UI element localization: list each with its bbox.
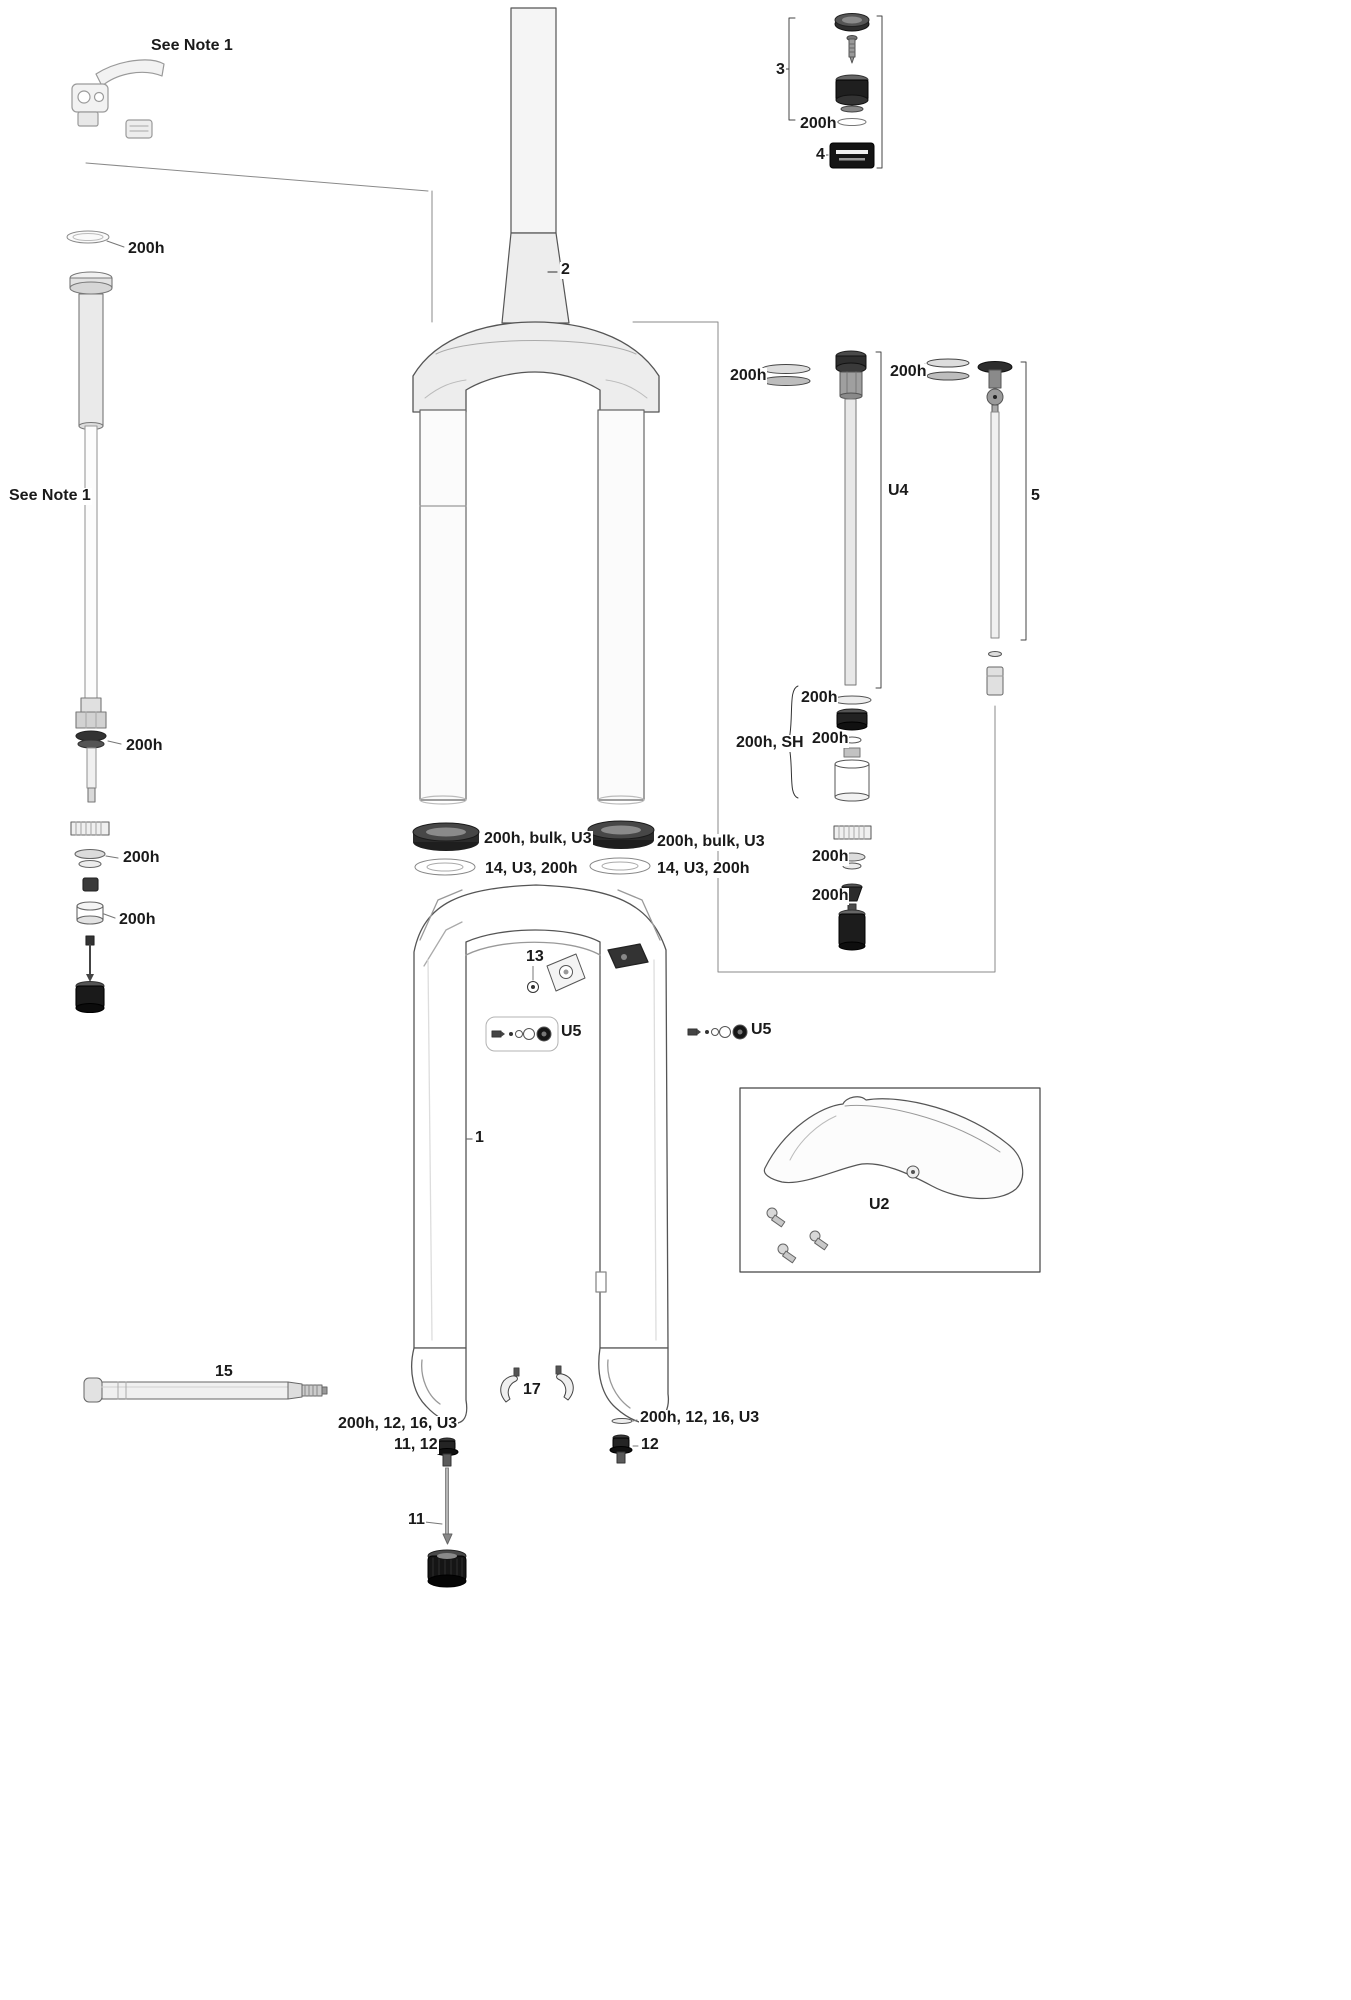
label-foam-right: 14, U3, 200h xyxy=(656,860,751,878)
label-fender-u2: U2 xyxy=(868,1196,891,1214)
shaft-5 xyxy=(977,361,1027,696)
label-u5-left: U5 xyxy=(560,1023,583,1041)
top-cap-group xyxy=(782,13,883,169)
label-left-foot-kit: 200h, 12, 16, U3 xyxy=(337,1415,459,1433)
crown-seal-rings xyxy=(747,358,970,386)
label-shaft-5: 5 xyxy=(1030,487,1041,505)
label-knob-11: 11 xyxy=(407,1511,426,1529)
label-damper-adjuster-200h: 200h xyxy=(125,737,164,755)
air-shaft-u4 xyxy=(835,350,882,689)
label-sh-200h-mid: 200h xyxy=(811,730,850,748)
label-foam-left: 14, U3, 200h xyxy=(484,860,579,878)
label-decal-4: 4 xyxy=(815,146,826,164)
label-bolt-11-12: 11, 12 xyxy=(393,1436,439,1454)
label-group-3: 3 xyxy=(775,61,786,79)
crown xyxy=(412,321,660,413)
label-lowers-1: 1 xyxy=(474,1129,485,1147)
label-seal-right: 200h, bulk, U3 xyxy=(656,833,766,851)
reference-lines xyxy=(85,162,996,973)
lower-legs xyxy=(411,884,670,1425)
label-group3-200h: 200h xyxy=(799,115,838,133)
damper-small-parts xyxy=(70,821,119,1014)
u5-kit-left xyxy=(485,1016,559,1052)
label-see-note-1-top: See Note 1 xyxy=(150,37,234,55)
label-left-parts-200h-b: 200h xyxy=(118,911,157,929)
damper-assembly xyxy=(69,271,122,803)
dust-seal-left xyxy=(412,822,480,851)
u5-kit-right xyxy=(687,1024,748,1040)
label-crown-seals-right-200h: 200h xyxy=(889,363,928,381)
label-seal-left: 200h, bulk, U3 xyxy=(483,830,593,848)
thru-axle xyxy=(83,1377,328,1403)
label-steerer-2: 2 xyxy=(560,261,571,279)
label-air-shaft-u4: U4 xyxy=(887,482,910,500)
steerer-tube xyxy=(501,7,570,324)
dust-seal-right xyxy=(587,820,655,849)
foam-ring-left xyxy=(414,858,476,876)
label-see-note-1-left: See Note 1 xyxy=(8,487,92,505)
upper-tubes xyxy=(419,409,645,805)
label-u5-right: U5 xyxy=(750,1021,773,1039)
foam-ring-right xyxy=(589,857,651,875)
label-axle-15: 15 xyxy=(214,1363,234,1381)
right-foot-hardware xyxy=(609,1418,639,1464)
label-crown-seals-left-200h: 200h xyxy=(729,367,768,385)
label-bolt-12: 12 xyxy=(640,1436,660,1454)
remote-lever-assembly xyxy=(71,59,165,139)
part-13-bridge xyxy=(527,953,586,993)
fender-kit-u2 xyxy=(739,1087,1041,1273)
label-clips-17: 17 xyxy=(522,1381,542,1399)
label-right-foot-kit: 200h, 12, 16, U3 xyxy=(639,1409,761,1427)
label-part-13: 13 xyxy=(525,948,545,966)
label-rebound-200h-a: 200h xyxy=(811,848,850,866)
label-rebound-200h-b: 200h xyxy=(811,887,850,905)
label-o-ring-topleft-200h: 200h xyxy=(127,240,166,258)
label-left-parts-200h-a: 200h xyxy=(122,849,161,867)
fender-clips xyxy=(500,1365,574,1403)
label-sh-kit: 200h, SH xyxy=(735,734,805,752)
label-sh-200h-top: 200h xyxy=(800,689,839,707)
o-ring-topleft xyxy=(66,230,125,248)
